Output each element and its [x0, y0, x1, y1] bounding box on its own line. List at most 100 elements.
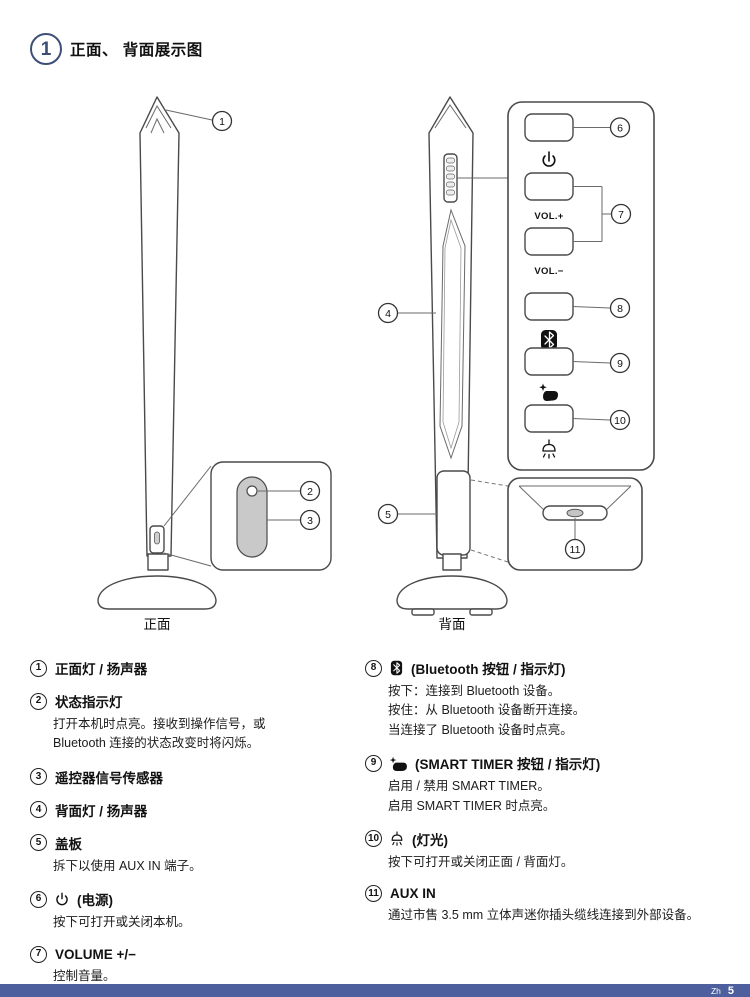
callout-9: 9 — [572, 352, 631, 374]
callout-9-number: 9 — [365, 754, 382, 772]
callout-5-number: 5 — [30, 834, 47, 852]
back-tower-drawing: 4 5 背面 — [377, 96, 509, 632]
callout-7: 7 — [573, 186, 632, 242]
legend-item-3: 3 遥控器信号传感器 — [30, 767, 355, 787]
vol-plus-label: VOL.+ — [534, 211, 563, 222]
legend-item-9-desc-line: 启用 / 禁用 SMART TIMER。 — [388, 779, 550, 794]
callout-1-number: 1 — [30, 659, 47, 677]
front-view-label: 正面 — [144, 617, 171, 632]
callout-2: 2 — [258, 480, 321, 502]
volume-up-button-drawing — [524, 172, 574, 201]
sensor-window-drawing — [149, 525, 165, 554]
legend-item-8-title: (Bluetooth 按钮 / 指示灯) — [411, 662, 566, 677]
svg-text:9: 9 — [617, 358, 623, 370]
callout-6-number: 6 — [30, 890, 47, 908]
callout-6: 6 — [573, 117, 631, 138]
callout-8: 8 — [572, 297, 631, 319]
legend-item-9: 9 (SMART TIMER 按钮 / 指示灯) 启用 / 禁用 SMART T… — [365, 753, 737, 816]
lamp-button-drawing — [524, 404, 574, 433]
legend-item-4: 4 背面灯 / 扬声器 — [30, 800, 355, 820]
bluetooth-button-drawing — [524, 292, 574, 321]
footer-page-number: 5 — [727, 984, 734, 997]
legend-item-7-desc-line: 控制音量。 — [53, 968, 116, 983]
bluetooth-icon — [541, 330, 557, 350]
page-footer: Zh 5 — [0, 984, 750, 997]
lamp-icon — [390, 831, 404, 847]
legend-item-8-desc-line: 按下：连接到 Bluetooth 设备。 — [388, 684, 561, 698]
callout-5: 5 — [377, 503, 437, 525]
legend-item-7-title: VOLUME +/− — [55, 946, 137, 962]
page-title: 正面、 背面展示图 — [70, 42, 203, 59]
svg-text:1: 1 — [219, 116, 225, 128]
legend-item-8-desc-line: 当连接了 Bluetooth 设备时点亮。 — [388, 722, 573, 737]
section-number: 1 — [40, 38, 52, 60]
legend-item-8: 8 (Bluetooth 按钮 / 指示灯) 按下：连接到 Bluetooth … — [365, 658, 737, 740]
legend-item-5: 5 盖板 拆下以使用 AUX IN 端子。 — [30, 833, 355, 876]
legend-item-2-desc-line: 打开本机时点亮。接收到操作信号，或 — [53, 717, 266, 731]
callout-3-number: 3 — [30, 768, 47, 786]
callout-4: 4 — [377, 302, 436, 324]
control-strip-drawing — [443, 153, 509, 203]
svg-text:10: 10 — [614, 415, 626, 427]
base-bottom-inset: 11 — [507, 477, 643, 571]
smart-timer-icon — [539, 383, 558, 401]
front-tower-drawing: 1 正面 — [97, 96, 233, 632]
power-icon — [55, 892, 69, 906]
legend-item-2-title: 状态指示灯 — [55, 695, 123, 710]
vol-minus-label: VOL.− — [534, 266, 563, 277]
diagram-svg: 1 正面 2 3 — [97, 96, 655, 632]
lamp-icon — [542, 439, 556, 459]
legend-item-9-title: (SMART TIMER 按钮 / 指示灯) — [415, 757, 601, 773]
volume-down-button-drawing — [524, 227, 574, 256]
svg-text:8: 8 — [617, 303, 623, 315]
callout-10: 10 — [572, 409, 631, 431]
aux-port-drawing — [566, 508, 584, 518]
svg-text:4: 4 — [385, 308, 391, 320]
legend-item-6-title: (电源) — [77, 893, 113, 909]
legend-item-10: 10 (灯光) 按下可打开或关闭正面 / 背面灯。 — [365, 829, 737, 872]
smart-timer-icon — [390, 756, 407, 771]
section-number-badge: 1 — [30, 33, 62, 65]
legend-item-6: 6 (电源) 按下可打开或关闭本机。 — [30, 889, 355, 932]
callout-10-number: 10 — [365, 830, 382, 848]
remote-sensor-drawing — [236, 476, 268, 558]
section-header: 1 正面、 背面展示图 — [30, 33, 203, 65]
callout-3: 3 — [267, 509, 321, 531]
legend-item-7: 7 VOLUME +/− 控制音量。 — [30, 945, 355, 986]
sensor-detail-inset: 2 3 — [163, 461, 332, 571]
callout-11-number: 11 — [365, 885, 382, 903]
svg-text:7: 7 — [618, 209, 624, 221]
svg-text:2: 2 — [307, 486, 313, 498]
power-icon — [542, 151, 556, 167]
product-diagram: 1 正面 2 3 — [0, 88, 750, 648]
legend-item-11-desc-line: 通过市售 3.5 mm 立体声迷你插头缆线连接到外部设备。 — [388, 908, 700, 923]
legend-item-11: 11 AUX IN 通过市售 3.5 mm 立体声迷你插头缆线连接到外部设备。 — [365, 885, 737, 925]
callout-4-number: 4 — [30, 801, 47, 819]
callout-2-number: 2 — [30, 692, 47, 710]
legend-item-8-desc-line: 按住：从 Bluetooth 设备断开连接。 — [388, 703, 586, 718]
svg-text:3: 3 — [307, 515, 313, 527]
legend-item-1-title: 正面灯 / 扬声器 — [55, 662, 148, 677]
legend-item-10-title: (灯光) — [412, 832, 448, 848]
svg-text:11: 11 — [570, 544, 581, 556]
legend-item-11-title: AUX IN — [390, 886, 436, 902]
legend-item-6-desc-line: 按下可打开或关闭本机。 — [53, 915, 191, 930]
legend-item-2-desc-line: Bluetooth 连接的状态改变时将闪烁。 — [53, 736, 260, 751]
svg-text:5: 5 — [385, 509, 391, 521]
callout-1: 1 — [165, 109, 233, 132]
status-indicator-drawing — [246, 485, 258, 497]
callout-7-number: 7 — [30, 945, 47, 963]
legend-item-5-desc-line: 拆下以使用 AUX IN 端子。 — [53, 858, 202, 873]
smart-timer-button-drawing — [524, 347, 574, 376]
cover-panel-drawing — [436, 470, 471, 556]
legend-left-column: 1 正面灯 / 扬声器 2 状态指示灯 打开本机时点亮。接收到操作信号，或 Bl… — [30, 658, 355, 997]
legend-item-5-title: 盖板 — [55, 836, 82, 852]
power-button-drawing — [524, 113, 574, 142]
legend-item-10-desc-line: 按下可打开或关闭正面 / 背面灯。 — [388, 854, 574, 869]
callout-8-number: 8 — [365, 659, 382, 677]
legend-item-2: 2 状态指示灯 打开本机时点亮。接收到操作信号，或 Bluetooth 连接的状… — [30, 691, 355, 754]
back-view-label: 背面 — [439, 617, 466, 632]
legend-item-4-title: 背面灯 / 扬声器 — [55, 803, 148, 819]
bluetooth-icon — [390, 660, 403, 676]
